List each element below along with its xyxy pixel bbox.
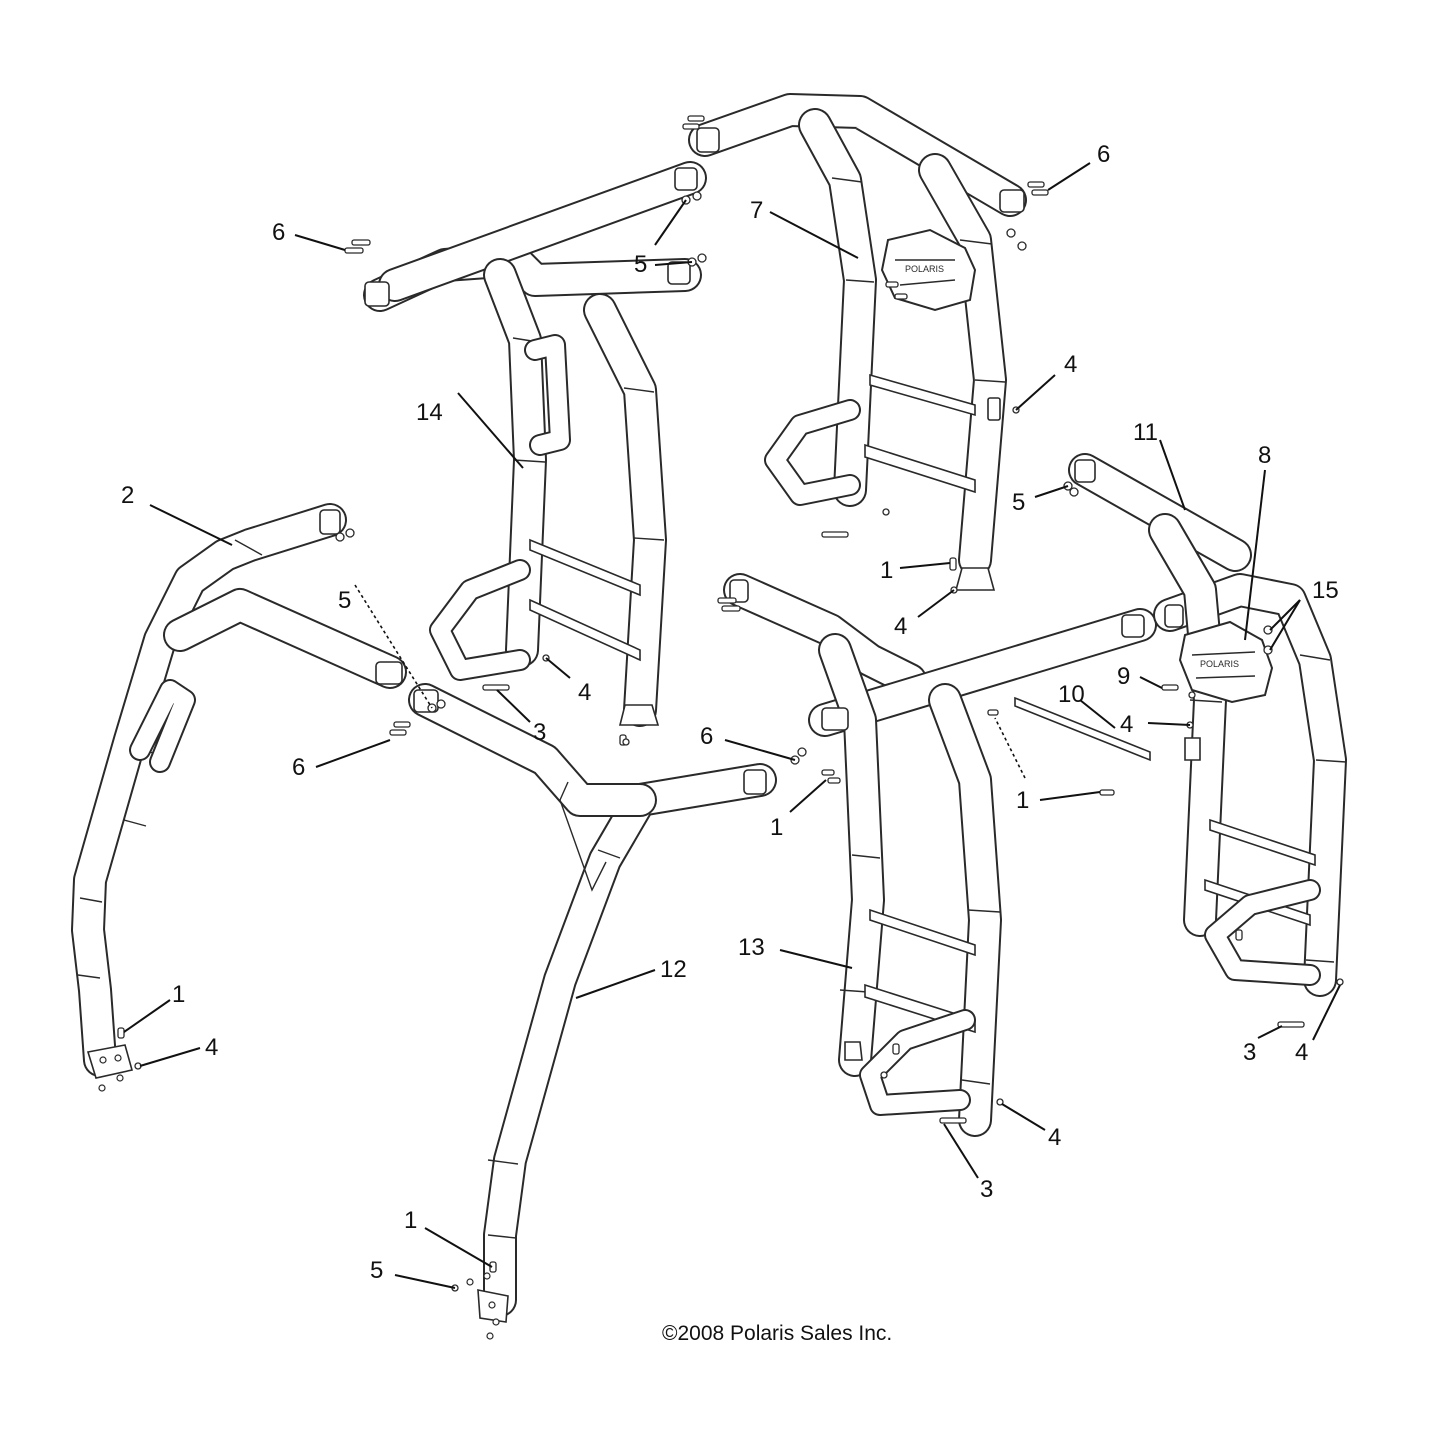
bolt-icon <box>351 239 371 246</box>
callout-label: 5 <box>370 1257 383 1284</box>
callout-label: 2 <box>121 482 134 509</box>
callout-label: 14 <box>416 399 443 426</box>
cushion-logo-text: POLARIS <box>1200 659 1239 669</box>
nut-icon <box>1263 645 1273 655</box>
bolt-icon <box>939 1117 967 1124</box>
copyright-text: ©2008 Polaris Sales Inc. <box>662 1322 893 1345</box>
cushion-logo-text: POLARIS <box>905 264 944 274</box>
callout-label: 11 <box>1133 419 1158 446</box>
bolt-icon <box>949 557 957 571</box>
callout-label: 1 <box>880 557 893 584</box>
callout-label: 3 <box>533 719 546 746</box>
bolt-icon <box>892 1043 900 1055</box>
rear-rops-part-14 <box>363 161 707 727</box>
side-frame-part-11 <box>1014 453 1347 997</box>
bolt-icon <box>894 293 908 300</box>
bolt-icon <box>117 1027 125 1039</box>
nut-icon <box>1017 241 1027 251</box>
nut-icon <box>1006 228 1016 238</box>
bolt-icon <box>389 729 407 736</box>
callout-label: 1 <box>404 1207 417 1234</box>
bolt-icon <box>687 115 705 122</box>
bolt-icon <box>1027 181 1045 188</box>
callout-label: 4 <box>578 679 591 706</box>
callout-label: 6 <box>700 723 713 750</box>
callout-label: 6 <box>292 754 305 781</box>
front-roll-bar-part-2 <box>71 503 407 1092</box>
bolt-icon <box>717 597 737 604</box>
callout-label: 4 <box>894 613 907 640</box>
rear-rops-upper-part-7 <box>688 93 1027 591</box>
headrest-cushion-part-8: POLARIS <box>1178 620 1274 704</box>
bolt-icon <box>1235 929 1243 941</box>
nut-icon <box>622 738 630 746</box>
bolt-icon <box>489 1261 497 1273</box>
callout-label: 3 <box>1243 1039 1256 1066</box>
callout-label: 4 <box>1064 351 1077 378</box>
callout-label: 4 <box>1120 711 1133 738</box>
bolt-icon <box>987 709 999 716</box>
callout-label: 6 <box>1097 141 1110 168</box>
callout-label: 4 <box>1048 1124 1061 1151</box>
callout-label: 4 <box>1295 1039 1308 1066</box>
callout-label: 7 <box>750 197 763 224</box>
bolt-icon <box>1099 789 1115 796</box>
callout-label: 10 <box>1058 681 1085 708</box>
side-frame-part-13 <box>723 573 1157 1137</box>
callout-label: 4 <box>205 1034 218 1061</box>
bolt-icon <box>721 605 741 612</box>
bolt-icon <box>393 721 411 728</box>
bolt-icon <box>1277 1021 1305 1028</box>
nut-icon <box>345 528 355 538</box>
callout-label: 12 <box>660 956 687 983</box>
nut-icon <box>697 253 707 263</box>
callout-label: 5 <box>1012 489 1025 516</box>
headrest-cushion-part-7: POLARIS <box>880 228 977 312</box>
callout-label: 1 <box>172 981 185 1008</box>
nut-icon <box>880 1071 888 1079</box>
nut-icon <box>996 1098 1004 1106</box>
nut-icon <box>436 699 446 709</box>
hardware <box>117 115 1344 1292</box>
bolt-icon <box>821 531 849 538</box>
callout-label: 1 <box>770 814 783 841</box>
front-frame-part-12 <box>408 683 777 1340</box>
nut-icon <box>692 191 702 201</box>
nut-icon <box>1188 691 1196 699</box>
bolt-icon <box>1161 684 1179 691</box>
bolt-icon <box>885 281 899 288</box>
nut-icon <box>1069 487 1079 497</box>
nut-icon <box>882 508 890 516</box>
callout-label: 5 <box>634 251 647 278</box>
nut-icon <box>335 532 345 542</box>
callout-labels: 6 5 6 7 4 14 2 11 8 5 5 15 1 4 4 3 9 10 … <box>121 141 1339 1284</box>
callout-label: 8 <box>1258 442 1271 469</box>
bolt-icon <box>1031 189 1049 196</box>
nut-icon <box>1263 625 1273 635</box>
callout-label: 1 <box>1016 787 1029 814</box>
callout-label: 13 <box>738 934 765 961</box>
bolt-icon <box>344 247 364 254</box>
callout-label: 9 <box>1117 663 1130 690</box>
bolt-icon <box>827 777 841 784</box>
callout-label: 3 <box>980 1176 993 1203</box>
bolt-icon <box>821 769 835 776</box>
nut-icon <box>797 747 807 757</box>
callout-label: 5 <box>338 587 351 614</box>
callout-label: 15 <box>1312 577 1339 604</box>
bolt-icon <box>482 684 510 691</box>
callout-label: 6 <box>272 219 285 246</box>
bolt-icon <box>682 123 700 130</box>
leader-lines <box>123 162 1341 1289</box>
nut-icon <box>1336 978 1344 986</box>
